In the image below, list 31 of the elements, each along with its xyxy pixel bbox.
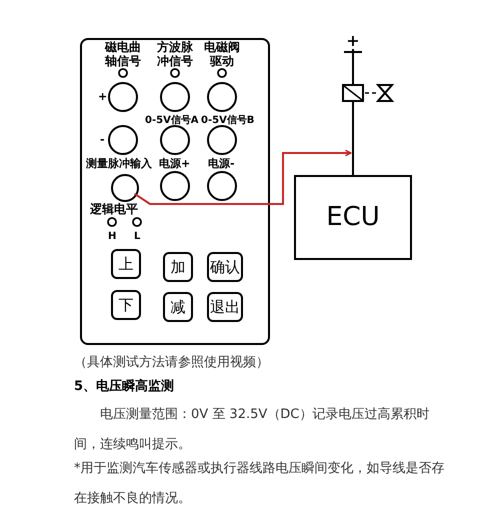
paragraph: 电压测量范围：0V 至 32.5V（DC）记录电压过高累积时间，连续鸣叫提示。 (74, 406, 430, 454)
port-label: 方波脉冲信号 (156, 40, 194, 68)
port-label: 磁电曲轴信号 (104, 40, 142, 68)
key-button: 下 (111, 290, 141, 320)
wire (352, 102, 354, 175)
jack-socket (111, 174, 139, 202)
port-label: 电源+ (159, 156, 190, 172)
key-button: 加 (163, 252, 193, 282)
ecu-box: ECU (294, 175, 412, 260)
wire (352, 49, 354, 84)
key-button: 确认 (207, 252, 243, 282)
key-button: 上 (111, 249, 141, 279)
port-label: H (108, 230, 116, 244)
port-label: 0-5V信号B (201, 114, 254, 128)
solenoid-symbol (342, 84, 364, 102)
paragraph: *用于监测汽车传感器或执行器线路电压瞬间变化，如导线是否存在接触不良的情况。 (74, 460, 446, 508)
polarity-label: + (98, 89, 108, 105)
wire (134, 150, 352, 205)
port-label: 0-5V信号A (145, 114, 199, 128)
port-label: 逻辑电平 (90, 201, 138, 218)
supply-terminal: + (345, 33, 361, 49)
device-panel (80, 38, 270, 345)
port-label: 电磁阀驱动 (203, 40, 241, 68)
key-button: 退出 (207, 292, 243, 322)
port-label: 测量脉冲输入 (86, 156, 152, 172)
key-button: 减 (163, 292, 193, 322)
port-label: L (134, 230, 140, 244)
caption: （具体测试方法请参照使用视频） (74, 354, 269, 372)
section-heading: 5、电压瞬高监测 (74, 378, 174, 396)
polarity-label: - (100, 132, 105, 148)
port-label: 电源- (208, 156, 235, 172)
